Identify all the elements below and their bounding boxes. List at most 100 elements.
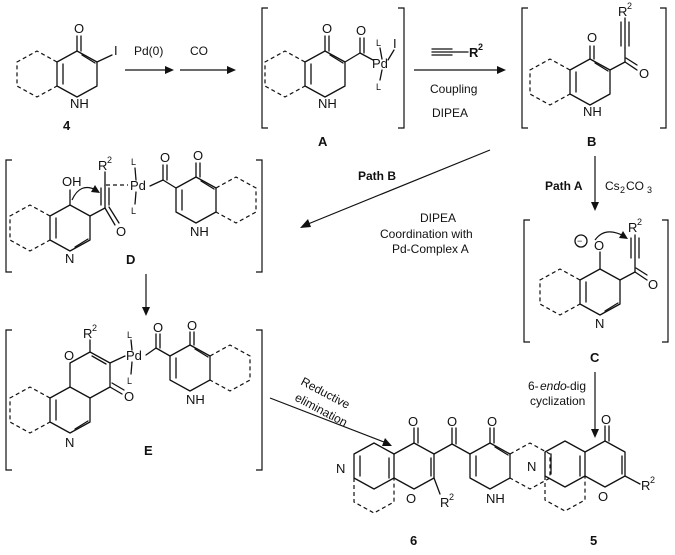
compound-label-c: C: [590, 350, 600, 365]
ligand-l: L: [127, 376, 132, 386]
reagent-cs: Cs: [605, 179, 620, 193]
compound-label-4: 4: [63, 118, 71, 133]
nh-group: NH: [70, 96, 89, 111]
nitrogen-atom: N: [527, 459, 536, 474]
compound-b: O O R 2 NH B: [521, 1, 667, 149]
pathb-line3: Pd-Complex A: [392, 242, 469, 256]
oxygen-atom: O: [408, 414, 418, 429]
iodine-atom: I: [114, 43, 118, 58]
ligand-l: L: [376, 82, 381, 92]
r-group: R: [440, 495, 449, 510]
r-group: R: [83, 326, 92, 341]
iodine-atom: I: [393, 36, 397, 51]
oxygen-atom: O: [406, 491, 416, 506]
arrow-pd0: Pd(0): [125, 44, 174, 74]
oxygen-atom: O: [153, 320, 163, 335]
oxygen-atom: O: [193, 148, 203, 163]
reagent-coupling: Coupling: [430, 82, 477, 96]
arrow-path-a: Path A Cs 2 CO 3: [545, 156, 652, 211]
nitrogen-atom: N: [65, 251, 74, 266]
pathb-line1: DIPEA: [420, 211, 456, 225]
r-group: R: [98, 158, 107, 173]
arrow-d-to-e: [142, 274, 150, 316]
nh-group: NH: [190, 224, 209, 239]
cyc-endo: endo: [540, 379, 567, 393]
r-group: R: [628, 220, 637, 235]
reagent-co3-sub: 3: [647, 185, 652, 195]
nh-group: NH: [583, 104, 602, 119]
ligand-l: L: [131, 157, 136, 167]
oxygen-atom: O: [64, 348, 74, 363]
oxygen-atom: O: [74, 21, 84, 36]
compound-label-a: A: [318, 134, 328, 149]
hydroxyl-group: OH: [62, 174, 82, 189]
compound-6: N O O O R 2 O NH 6: [336, 414, 551, 548]
arrow-coupling: R 2 Coupling DIPEA: [414, 42, 506, 120]
nitrogen-atom: N: [65, 435, 74, 450]
nh-group: NH: [318, 96, 337, 111]
nitrogen-atom: N: [595, 316, 604, 331]
ligand-l: L: [127, 330, 132, 340]
r-subscript: 2: [627, 1, 632, 11]
label-path-b: Path B: [358, 169, 396, 183]
r-group: R: [469, 45, 479, 60]
cyclization-text: cyclization: [530, 394, 585, 408]
oxygen-atom: O: [187, 318, 197, 333]
compound-label-b: B: [587, 134, 596, 149]
ligand-l: L: [131, 206, 136, 216]
palladium-atom: Pd: [372, 56, 388, 71]
arrow-co: CO: [180, 44, 236, 74]
oxygen-atom: O: [322, 21, 332, 36]
compound-c: O − O R 2 N C: [523, 217, 669, 365]
r-subscript: 2: [478, 42, 483, 52]
oxygen-atom: O: [598, 489, 608, 504]
compound-e: O O R 2 N Pd L L O O NH E: [5, 318, 263, 471]
reagent-co3: CO: [626, 179, 644, 193]
oxygen-atom: O: [160, 150, 170, 165]
r-group: R: [618, 4, 627, 19]
oxygen-atom: O: [639, 66, 649, 81]
oxygen-atom: O: [487, 414, 497, 429]
cyc-prefix: 6-: [528, 379, 539, 393]
compound-5: N O O R 2 5: [527, 412, 655, 548]
nitrogen-atom: N: [336, 461, 345, 476]
oxygen-atom: O: [124, 389, 134, 404]
compound-label-6: 6: [410, 533, 417, 548]
palladium-atom: Pd: [126, 348, 142, 363]
r-subscript: 2: [107, 155, 112, 165]
nh-group: NH: [186, 392, 205, 407]
arrow-cyclization: 6- endo -dig cyclization: [528, 372, 599, 438]
oxygen-atom: O: [587, 30, 597, 45]
compound-label-d: D: [126, 252, 135, 267]
r-subscript: 2: [637, 217, 642, 227]
r-subscript: 2: [650, 475, 655, 485]
nh-group: NH: [486, 491, 505, 506]
compound-4: O I NH 4: [16, 21, 118, 133]
reagent-cs-sub: 2: [620, 185, 625, 195]
oxygen-atom: O: [594, 238, 604, 253]
ligand-l: L: [376, 38, 381, 48]
compound-a: O O Pd L I L NH A: [261, 7, 405, 149]
oxygen-atom: O: [601, 412, 611, 427]
oxygen-atom: O: [116, 224, 126, 239]
label-path-a: Path A: [545, 179, 583, 193]
compound-label-5: 5: [590, 533, 597, 548]
arrow-reductive-elimination: Reductive elimination: [269, 374, 392, 446]
pathb-line2: Coordination with: [380, 227, 473, 241]
palladium-atom: Pd: [130, 178, 146, 193]
oxygen-atom: O: [447, 414, 457, 429]
r-group: R: [641, 478, 650, 493]
arrow-path-b: Path B DIPEA Coordination with Pd-Comple…: [300, 149, 491, 256]
reagent-co: CO: [190, 44, 208, 58]
r-subscript: 2: [92, 323, 97, 333]
compound-d: OH O R 2 N Pd L L O O NH D: [5, 148, 263, 273]
oxygen-atom: O: [356, 23, 366, 38]
negative-charge: −: [577, 236, 582, 246]
r-subscript: 2: [449, 492, 454, 502]
cyc-suffix: -dig: [566, 379, 586, 393]
compound-label-e: E: [144, 443, 153, 458]
reagent-dipea: DIPEA: [432, 106, 468, 120]
reagent-pd0: Pd(0): [134, 44, 163, 58]
oxygen-atom: O: [648, 277, 658, 292]
